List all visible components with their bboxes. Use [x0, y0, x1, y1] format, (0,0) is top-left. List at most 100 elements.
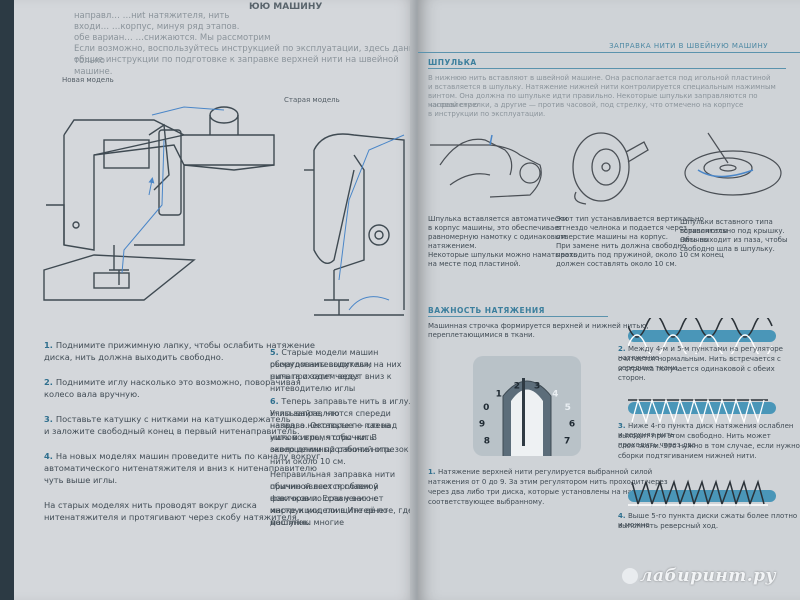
- text-line: винтом. Она должна по шпульке идти прави…: [428, 92, 758, 109]
- left-top-title: ЮЮ МАШИНУ: [249, 2, 323, 12]
- step-line: марке и модели в Интернете, где доступны…: [270, 505, 418, 529]
- tension-step-line: выходит при этом свободно. Нить может пр…: [618, 432, 800, 450]
- step-line: чуть выше иглы.: [44, 474, 117, 486]
- step-line: направо. Оставьте по паз над ушком иглы,…: [270, 420, 418, 444]
- step-text: Поднимите прижимную лапку, чтобы ослабит…: [55, 340, 315, 350]
- step-text: диска, нить должна выходить свободно.: [44, 352, 224, 362]
- tension-step-line: считается нормальным. Нить встречается с…: [618, 355, 800, 373]
- text-line: равномерную намотку с одинаковым: [428, 233, 566, 241]
- text-line: и вставляется в шпульку. Натяжение нижне…: [428, 83, 776, 91]
- step-line: 1. Поднимите прижимную лапку, чтобы осла…: [44, 339, 315, 351]
- step-line: 3. Поставьте катушку с нитками на катушк…: [44, 413, 291, 425]
- step-line: 1. Натяжение верхней нити регулируется в…: [428, 466, 652, 478]
- dial-number: 4: [552, 389, 558, 399]
- tension-step-text: слоя ткани. Это нужно в том случае, если…: [618, 442, 800, 450]
- dial-number: 0: [483, 403, 489, 413]
- step-line: 5. Старые модели машин оборудованы выпук…: [270, 347, 418, 371]
- tension-step-line: 3. Ниже 4-го пункта диск натяжения ослаб…: [618, 422, 800, 440]
- step-text: Старые модели машин оборудованы выпуклым: [270, 348, 379, 369]
- text-line: обе вариан… …снижаются. Мы рассмотрим: [74, 33, 271, 43]
- text-line: отверстие машины на корпус.: [556, 233, 668, 241]
- text-line: свободно шла в шпульку.: [680, 245, 775, 253]
- step-text: натяжения от 0 до 9. За этим регулятором…: [428, 478, 668, 486]
- tension-step-text: и строчка получается одинаковой с обеих …: [618, 365, 775, 382]
- text-line: Шпульки вставного типа вставляются: [680, 218, 773, 235]
- step-text: факторами. Если у вас нет инструкции, по…: [270, 494, 388, 515]
- text-line: При замене нить должна свободно: [556, 242, 687, 250]
- step-number: 3.: [44, 414, 56, 424]
- step-line: нитенатяжителя и протягивают через скобу…: [44, 511, 299, 523]
- shuttle-section-rule: [428, 68, 786, 69]
- step-text: Натяжение верхней нити регулируется выбр…: [437, 468, 653, 476]
- step-line: иглы заправляются спереди назад, а некот…: [270, 408, 418, 432]
- step-line: диска, нить должна выходить свободно.: [44, 351, 224, 363]
- label-old-model: Старая модель: [284, 96, 340, 104]
- step-line: 2. Поднимите иглу насколько это возможно…: [44, 376, 301, 388]
- text-line: входи… …корпус, минуя ряд этапов.: [74, 22, 240, 32]
- dial-number: 7: [564, 436, 570, 446]
- step-text: и заложите свободный конец в первый ните…: [44, 426, 300, 436]
- step-text: через два либо три диска, которые устано…: [428, 488, 667, 496]
- tension-step-number: 2.: [618, 345, 628, 353]
- step-number: 4.: [44, 451, 56, 461]
- step-line: На старых моделях нить проводят вокруг д…: [44, 499, 257, 511]
- labirint-logo-icon: [622, 568, 638, 584]
- text-line: должен составлять около 10 см.: [556, 260, 677, 268]
- step-text: Поднимите иглу насколько это возможно, п…: [55, 377, 301, 387]
- drop-in-bobbin-illustration: [684, 132, 782, 196]
- step-line: факторами. Если у вас нет инструкции, по…: [270, 493, 418, 517]
- bobbin-insert-illustration: [430, 134, 542, 198]
- step-text: рычагом нитеводителя, на них нить проход…: [270, 360, 402, 381]
- text-line: на месте под пластиной.: [428, 260, 521, 268]
- old-model-machine-illustration: [304, 133, 405, 316]
- tension-step-number: 4.: [618, 512, 628, 520]
- text-line: Некоторые шпульки можно наматывать: [428, 251, 578, 259]
- dial-number: 9: [479, 420, 485, 430]
- step-line: около длинный рабочий отрезок нити около…: [270, 444, 418, 468]
- text-line: переплетающимися в ткани.: [428, 331, 535, 339]
- new-model-machine-illustration: [43, 106, 275, 301]
- bobbin-case-illustration: [572, 132, 649, 205]
- tension-step-line: и строчка получается одинаковой с обеих …: [618, 365, 800, 383]
- step-text: машинок.: [270, 518, 311, 527]
- step-text: На новых моделях машин проведите нить по…: [55, 451, 321, 461]
- step-number: 2.: [44, 377, 56, 387]
- step-text: Теперь заправьте нить в иглу. Учитывайте…: [270, 397, 412, 418]
- tension-step-text: выполнять реверсный ход.: [618, 522, 719, 530]
- step-line: соответствующее выбранному.: [428, 496, 544, 508]
- tension-step-line: слоя ткани. Это нужно в том случае, если…: [618, 442, 800, 451]
- text-line: в гнездо челнока и подается через: [556, 224, 687, 232]
- tension-step-line: 2. Между 4-м и 5-м пунктами на регулятор…: [618, 345, 800, 363]
- step-line: машинок.: [270, 517, 311, 529]
- step-line: колесо вала вручную.: [44, 388, 140, 400]
- tension-step-number: 3.: [618, 422, 628, 430]
- dial-number: 8: [484, 436, 490, 446]
- step-number: 6.: [270, 397, 282, 406]
- step-number: 1.: [428, 468, 438, 476]
- left-page: ЮЮ МАШИНУ направл… …ниt натяжителя, нить…: [14, 0, 418, 600]
- step-text: иглы заправляются спереди назад, а некот…: [270, 409, 391, 430]
- step-text: около длинный рабочий отрезок нити около…: [270, 445, 409, 466]
- stitch-diagram-loose: [628, 397, 776, 425]
- step-text: Неправильная заправка нити обычно являет…: [270, 470, 396, 491]
- step-number: 1.: [44, 340, 56, 350]
- text-line: направл… …ниt натяжителя, нить: [74, 11, 230, 21]
- step-line: рычага и затем ведут вниз к нитеводителю…: [270, 371, 418, 395]
- step-line: через два либо три диска, которые устано…: [428, 486, 666, 498]
- text-line: Этот тип устанавливается вертикально: [556, 215, 704, 223]
- dial-number: 6: [569, 420, 575, 430]
- tension-step-text: считается нормальным. Нить встречается с…: [618, 355, 781, 372]
- text-line: Машинная строчка формируется верхней и н…: [428, 322, 649, 330]
- step-text: соответствующее выбранному.: [428, 498, 545, 506]
- shuttle-section-title: ШПУЛЬКА: [428, 58, 477, 67]
- tension-step-line: выполнять реверсный ход.: [618, 522, 718, 531]
- step-text: чуть выше иглы.: [44, 475, 118, 485]
- step-line: автоматического нитенатяжителя и вниз к …: [44, 462, 317, 474]
- step-line: Неправильная заправка нити обычно являет…: [270, 469, 418, 493]
- step-line: 6. Теперь заправьте нить в иглу. Учитыва…: [270, 396, 418, 420]
- tension-step-line: 4. Выше 5-го пункта диски сжаты более пл…: [618, 512, 800, 530]
- text-line: горизонтально под крышку. Обычно: [680, 227, 785, 244]
- stitch-diagram-tight: [628, 479, 776, 507]
- step-text: колесо вала вручную.: [44, 389, 140, 399]
